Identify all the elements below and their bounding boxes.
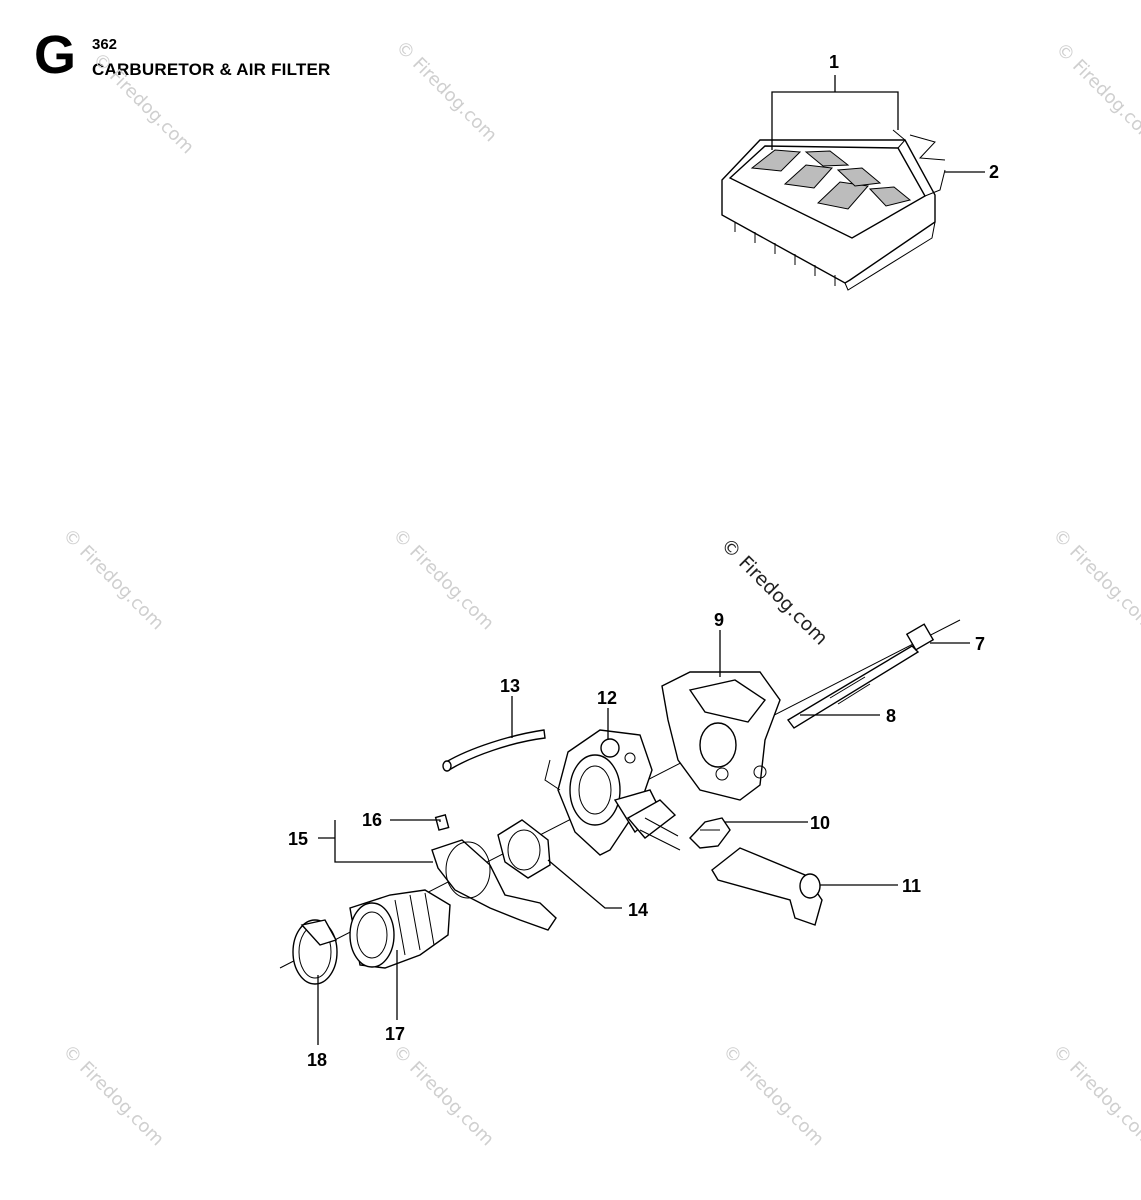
watermark: © Firedog.com [388,525,498,635]
callout-11: 11 [902,876,921,896]
callout-16: 16 [362,810,382,830]
callout-15: 15 [288,829,308,849]
watermark: © Firedog.com [58,525,168,635]
watermark-prominent: © Firedog.com [716,534,831,649]
watermark-layer: © Firedog.com © Firedog.com © Firedog.co… [58,37,1141,1151]
callout-7: 7 [975,634,985,654]
watermark: © Firedog.com [718,1041,828,1151]
callout-1: 1 [829,52,839,72]
page-title: CARBURETOR & AIR FILTER [92,60,331,79]
section-letter: G [34,25,77,85]
watermark: © Firedog.com [1048,1041,1141,1151]
callout-18: 18 [307,1050,327,1070]
watermark: © Firedog.com [391,37,501,147]
leader-lines [317,75,985,1045]
model-number: 362 [92,36,118,53]
callout-14: 14 [628,900,648,920]
callout-8: 8 [886,706,896,726]
carburetor-illustration [279,619,961,985]
watermark: © Firedog.com [1051,39,1141,149]
watermark: © Firedog.com [58,1041,168,1151]
callout-10: 10 [810,813,830,833]
callout-2: 2 [989,162,999,182]
callout-9: 9 [714,610,724,630]
watermark: © Firedog.com [388,1041,498,1151]
watermark: © Firedog.com [88,49,198,159]
air-filter-illustration [721,129,946,291]
callout-13: 13 [500,676,520,696]
callout-labels: 1 2 7 8 9 10 11 12 13 14 15 16 17 18 [288,52,999,1070]
callout-12: 12 [597,688,617,708]
callout-17: 17 [385,1024,405,1044]
watermark: © Firedog.com [1048,525,1141,635]
